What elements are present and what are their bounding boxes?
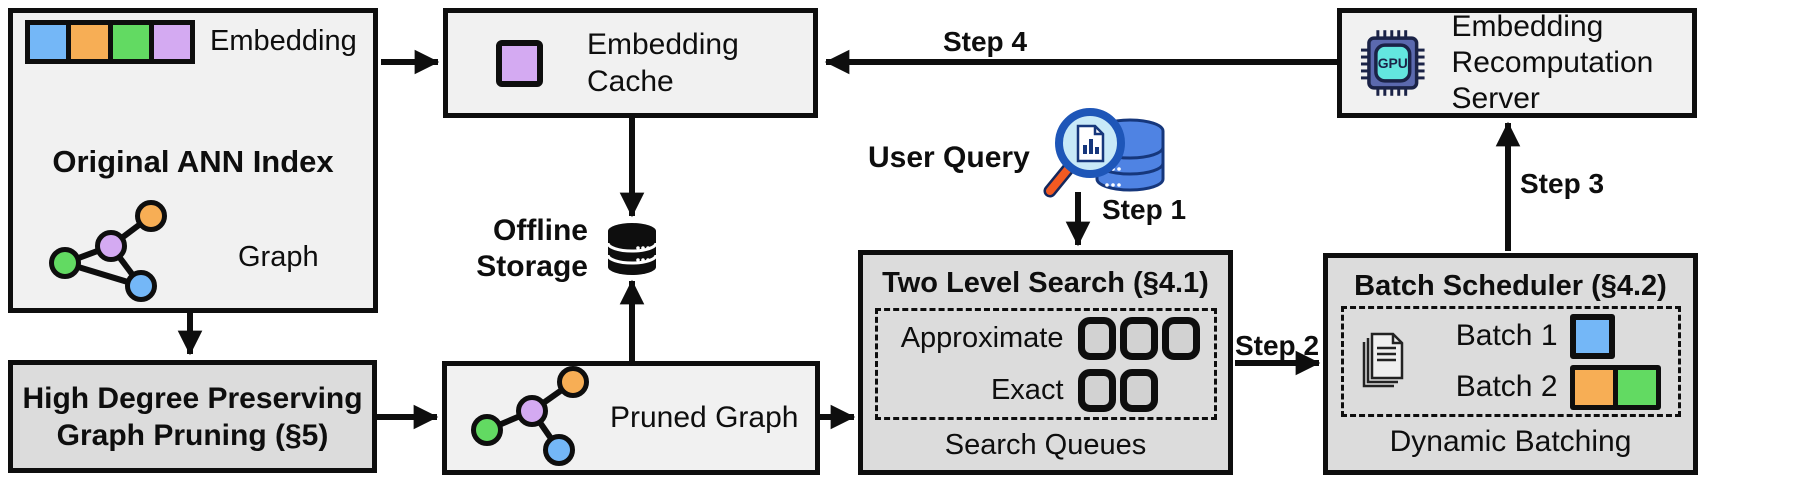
recomputation-server-box: GPU Embedding Recomputation Server — [1337, 8, 1697, 118]
queue-slot — [1077, 316, 1116, 360]
graph-label: Graph — [238, 241, 319, 273]
cached-embedding-icon — [496, 39, 543, 87]
embedding-cell-purple — [153, 25, 190, 59]
pruned-graph-icon — [471, 366, 589, 466]
recomputation-server-label: Embedding Recomputation Server — [1451, 10, 1654, 115]
embedding-cell-orange — [71, 25, 108, 59]
step4-label: Step 4 — [942, 26, 1028, 57]
batch2-cell-orange — [1574, 369, 1613, 405]
gpu-chip-icon: GPU — [1360, 30, 1425, 96]
embedding-label: Embedding — [210, 25, 357, 57]
batch2-color-icon — [1569, 364, 1661, 410]
exact-queue-row: Exact — [878, 364, 1214, 416]
exact-label: Exact — [990, 373, 1064, 406]
documents-icon — [1362, 332, 1403, 388]
user-query-label: User Query — [868, 141, 1030, 174]
embedding-cache-box: Embedding Cache — [443, 8, 818, 118]
batch2-label: Batch 2 — [1455, 370, 1558, 403]
dynamic-batching-panel: Batch 1 Batch 2 — [1340, 306, 1681, 417]
embedding-cache-label: Embedding Cache — [587, 28, 739, 98]
search-queues-caption: Search Queues — [944, 429, 1147, 461]
step2-label: Step 2 — [1234, 330, 1320, 361]
queue-slot — [1119, 368, 1158, 412]
ann-index-title: Original ANN Index — [52, 144, 334, 179]
embedding-cell-green — [112, 25, 149, 59]
batch1-row: Batch 1 — [1416, 313, 1670, 359]
original-ann-index-box: Embedding Original ANN Index Graph — [8, 8, 378, 313]
batch-scheduler-box: Batch Scheduler (§4.2) Batch 1 — [1323, 253, 1698, 475]
two-level-search-title: Two Level Search (§4.1) — [882, 267, 1209, 299]
step1-label: Step 1 — [1102, 194, 1187, 225]
batch2-row: Batch 2 — [1416, 364, 1670, 410]
queue-slot — [1119, 316, 1158, 360]
dynamic-batching-caption: Dynamic Batching — [1389, 425, 1632, 458]
queue-slot — [1161, 316, 1200, 360]
batch1-color-icon — [1569, 313, 1615, 359]
search-queues-panel: Approximate Exact — [874, 308, 1217, 420]
approximate-label: Approximate — [900, 321, 1064, 354]
batch1-label: Batch 1 — [1455, 319, 1558, 352]
batch-scheduler-title: Batch Scheduler (§4.2) — [1354, 270, 1667, 302]
graph-pruning-label: High Degree Preserving Graph Pruning (§5… — [22, 381, 363, 452]
queue-slot — [1077, 368, 1116, 412]
database-icon — [606, 223, 658, 275]
graph-icon — [49, 200, 167, 302]
pruned-graph-label: Pruned Graph — [610, 401, 799, 434]
approximate-queue-row: Approximate — [878, 312, 1214, 364]
two-level-search-box: Two Level Search (§4.1) Approximate Exac… — [858, 250, 1233, 475]
offline-storage-label: Offline Storage — [476, 214, 588, 283]
pruned-graph-box: Pruned Graph — [442, 361, 820, 475]
embedding-cell-blue — [30, 25, 67, 59]
approximate-queue-slots — [1077, 316, 1214, 360]
search-database-icon — [1043, 108, 1165, 198]
batch2-cell-green — [1617, 369, 1656, 405]
exact-queue-slots — [1077, 368, 1214, 412]
embedding-vector-icon — [25, 20, 195, 64]
gpu-chip-label: GPU — [1378, 55, 1408, 71]
graph-pruning-box: High Degree Preserving Graph Pruning (§5… — [8, 360, 377, 473]
step3-label: Step 3 — [1520, 168, 1605, 199]
